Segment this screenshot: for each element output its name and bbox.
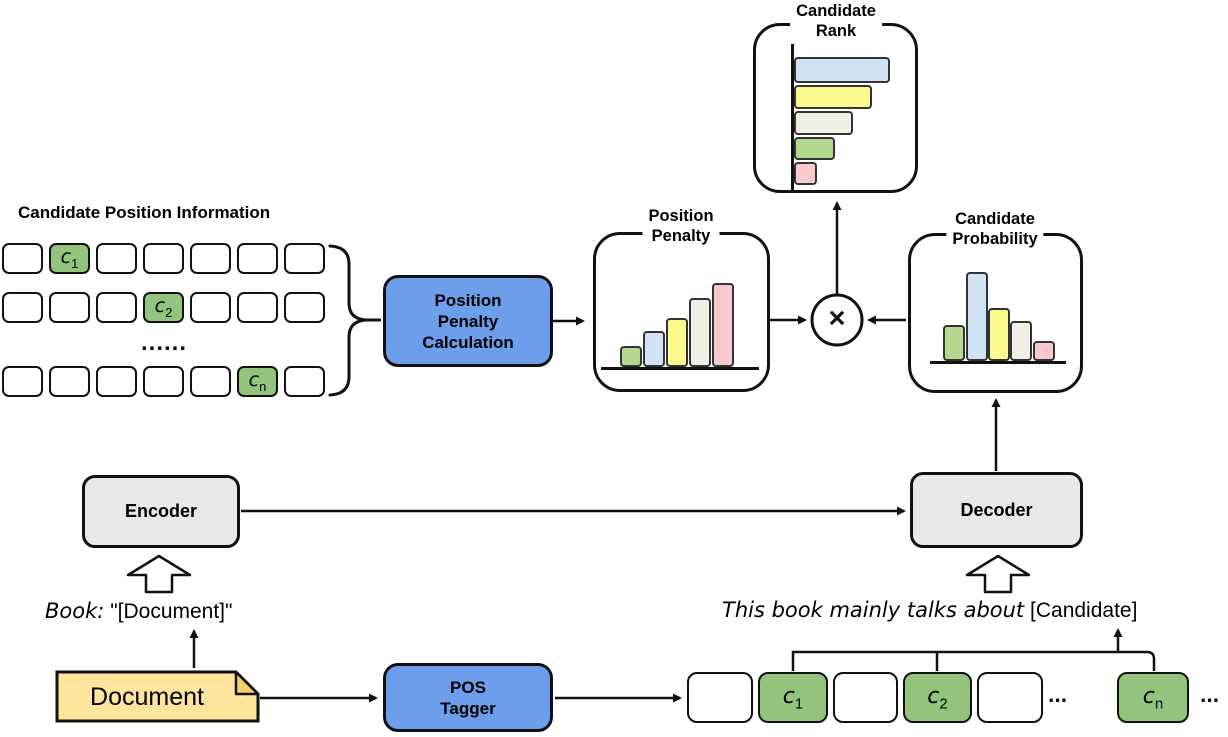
candidate-position-info-title: Candidate Position Information xyxy=(18,203,271,222)
token-cell xyxy=(833,672,898,723)
document-fold-corner xyxy=(234,670,260,696)
candidate-connector-line xyxy=(791,650,1156,671)
candidate-rank-title: Candidate Rank xyxy=(790,1,882,41)
position-cell xyxy=(49,292,90,323)
penalty-bar-3 xyxy=(666,318,688,367)
decoder-label: Decoder xyxy=(960,499,1033,520)
probability-bar-5 xyxy=(1033,341,1055,361)
position-cell xyxy=(237,243,278,274)
position-cell xyxy=(284,243,325,274)
decoder-box: Decoder xyxy=(910,472,1083,548)
position-penalty-calculation-box: Position Penalty Calculation xyxy=(383,275,553,367)
position-cell xyxy=(190,366,231,397)
rank-bar-1 xyxy=(794,57,890,83)
c2-label: c2 xyxy=(154,295,173,320)
position-cell-c1: c1 xyxy=(49,243,90,274)
book-prompt-plain: "[Document]" xyxy=(110,600,233,623)
position-cell xyxy=(49,366,90,397)
position-cell xyxy=(2,366,43,397)
position-penalty-title-line1: Position xyxy=(648,207,714,225)
position-cell xyxy=(96,243,137,274)
book-prompt: Book: "[Document]" xyxy=(45,599,232,624)
encoder-label: Encoder xyxy=(124,501,198,521)
document-shape xyxy=(55,670,260,723)
probability-bar-1 xyxy=(943,325,965,361)
position-penalty-title: Position Penalty xyxy=(642,206,720,246)
probability-bar-4 xyxy=(1010,321,1032,361)
position-cell xyxy=(284,366,325,397)
token-c1-label: c1 xyxy=(782,683,804,713)
probability-bar-2 xyxy=(966,272,988,361)
position-cell xyxy=(190,243,231,274)
block-arrow-encoder-input xyxy=(126,554,192,594)
rows-ellipsis: ...... xyxy=(141,329,188,356)
probability-bar-3 xyxy=(988,308,1010,361)
candidate-prompt: This book mainly talks about [Candidate] xyxy=(722,598,1137,623)
candidate-prompt-plain: [Candidate] xyxy=(1030,599,1138,622)
candidate-rank-title-line1: Candidate xyxy=(796,2,876,20)
position-cell xyxy=(143,366,184,397)
rank-bar-4 xyxy=(794,137,835,160)
brace xyxy=(328,244,367,397)
penalty-bar-1 xyxy=(620,346,642,367)
probability-axis xyxy=(930,361,1066,364)
pos-tagger-line2: Tagger xyxy=(440,698,496,718)
token-cn-label: cn xyxy=(1142,683,1164,713)
token-row-ellipsis-mid: ... xyxy=(1048,681,1068,707)
pos-tagger-line1: POS xyxy=(450,677,486,697)
position-penalty-title-line2: Penalty xyxy=(651,227,711,245)
penalty-bar-2 xyxy=(643,331,665,367)
candidate-rank-title-line2: Rank xyxy=(815,22,857,40)
rank-bar-3 xyxy=(794,111,853,135)
position-cell xyxy=(284,292,325,323)
token-cell xyxy=(687,672,753,723)
ppc-line2: Penalty xyxy=(437,311,499,331)
multiply-circle xyxy=(810,293,864,347)
rank-axis xyxy=(791,44,794,191)
penalty-bar-5 xyxy=(712,283,734,367)
document-label: Document xyxy=(90,683,204,711)
position-cell xyxy=(143,243,184,274)
position-cell xyxy=(96,366,137,397)
candidate-probability-title: Candidate Probability xyxy=(946,209,1044,249)
token-cell xyxy=(977,672,1043,723)
block-arrow-decoder-input xyxy=(965,554,1031,594)
cn-label: cn xyxy=(248,369,267,394)
position-cell xyxy=(2,243,43,274)
position-cell xyxy=(96,292,137,323)
multiply-symbol: × xyxy=(828,302,846,335)
token-cell-c2: c2 xyxy=(903,672,972,723)
position-cell xyxy=(237,292,278,323)
token-cell-cn: cn xyxy=(1117,672,1189,723)
rank-bar-5 xyxy=(794,162,817,185)
c1-label: c1 xyxy=(60,246,79,271)
position-cell-c2: c2 xyxy=(143,292,184,323)
token-c2-label: c2 xyxy=(927,683,948,713)
candidate-probability-title-line2: Probability xyxy=(952,230,1038,248)
candidate-probability-title-line1: Candidate xyxy=(955,210,1035,228)
ppc-line3: Calculation xyxy=(422,332,514,352)
encoder-box: Encoder xyxy=(82,475,240,548)
candidate-prompt-handwritten: This book mainly talks about xyxy=(722,598,1025,622)
pos-tagger-box: POS Tagger xyxy=(383,663,553,732)
ppc-line1: Position xyxy=(434,290,502,310)
position-cell-cn: cn xyxy=(237,366,278,397)
position-cell xyxy=(2,292,43,323)
token-row-ellipsis-end: ... xyxy=(1200,681,1220,707)
position-cell xyxy=(190,292,231,323)
penalty-axis xyxy=(601,367,759,370)
book-prompt-handwritten: Book: xyxy=(45,599,105,623)
token-cell-c1: c1 xyxy=(758,672,828,723)
rank-bar-2 xyxy=(794,85,872,109)
penalty-bar-4 xyxy=(689,298,711,367)
